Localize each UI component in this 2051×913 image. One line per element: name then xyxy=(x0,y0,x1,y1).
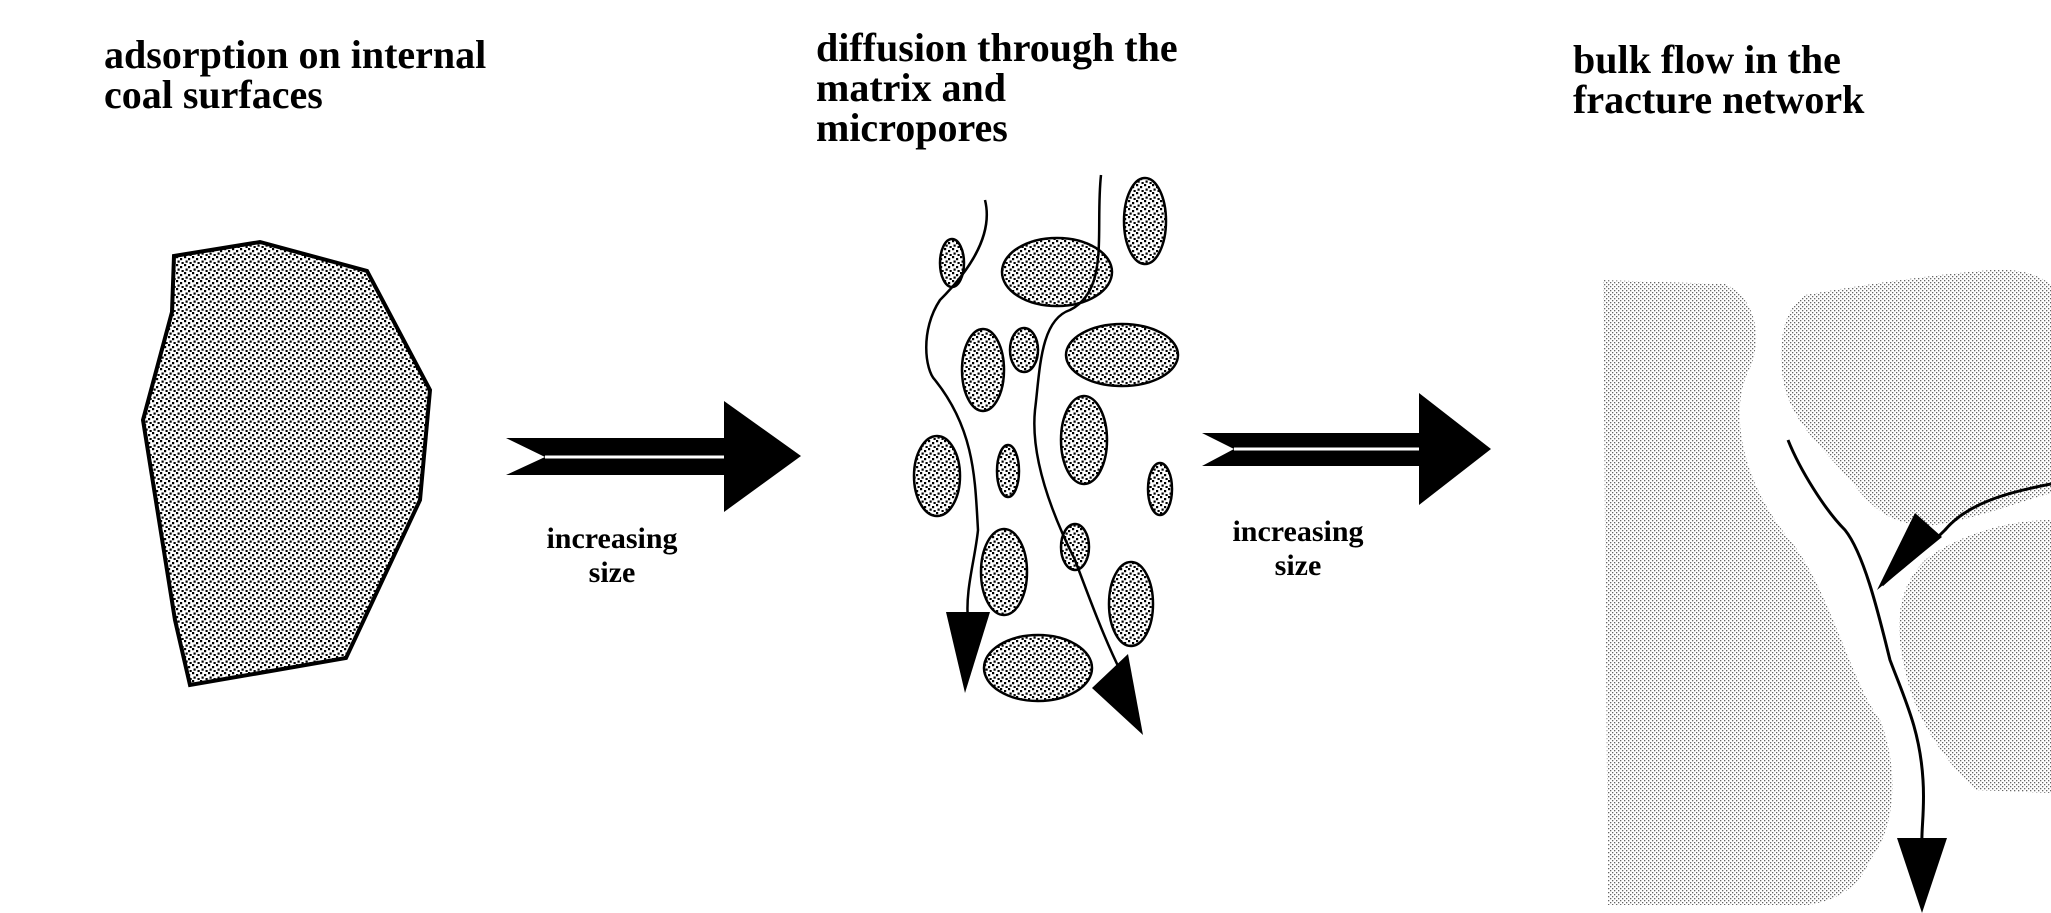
micropore xyxy=(1064,322,1180,388)
micropore xyxy=(1059,522,1091,572)
title-line: micropores xyxy=(816,105,1008,150)
branch-arrowhead xyxy=(1877,513,1942,590)
bulk-flow-arrowhead xyxy=(1897,838,1947,913)
title-line: diffusion through the xyxy=(816,25,1178,70)
micropore xyxy=(1059,394,1109,486)
caption-line: size xyxy=(588,556,636,589)
title-line: coal surfaces xyxy=(104,72,323,117)
coal-particle xyxy=(140,239,433,688)
micropore xyxy=(1146,461,1174,517)
coal-block-lower-right xyxy=(1899,520,2051,793)
coal-block-left xyxy=(1603,280,1893,905)
micropore xyxy=(912,434,962,518)
micropore xyxy=(1107,560,1155,648)
diffusion-arrowhead-2 xyxy=(1092,654,1143,735)
coal-block-upper-right xyxy=(1781,269,2051,526)
arrow-caption-1: increasing size xyxy=(492,522,732,590)
caption-line: size xyxy=(1274,549,1322,582)
micropore xyxy=(979,527,1029,617)
stage-title-adsorption: adsorption on internal coal surfaces xyxy=(104,35,486,115)
arrow-caption-2: increasing size xyxy=(1178,515,1418,583)
diffusion-arrowhead-1 xyxy=(946,612,990,693)
micropore xyxy=(938,237,966,289)
micropore xyxy=(982,633,1094,703)
stage-title-bulk-flow: bulk flow in the fracture network xyxy=(1573,40,1864,120)
caption-line: increasing xyxy=(546,522,678,555)
micropore xyxy=(960,327,1006,413)
diffusion-path-1 xyxy=(925,199,988,621)
fracture-network xyxy=(1603,269,2051,913)
diffusion-path-2 xyxy=(1033,174,1122,671)
micropore xyxy=(1000,236,1114,308)
title-line: fracture network xyxy=(1573,77,1865,122)
title-line: adsorption on internal xyxy=(104,32,487,77)
caption-line: increasing xyxy=(1232,515,1364,548)
title-line: bulk flow in the xyxy=(1573,37,1841,82)
stage-title-diffusion: diffusion through the matrix and micropo… xyxy=(816,28,1178,148)
bulk-flow-path xyxy=(1786,439,1926,846)
matrix-micropores xyxy=(912,176,1180,703)
micropore xyxy=(995,443,1021,499)
title-line: matrix and xyxy=(816,65,1006,110)
micropore xyxy=(1008,326,1040,374)
micropore xyxy=(1122,176,1168,266)
